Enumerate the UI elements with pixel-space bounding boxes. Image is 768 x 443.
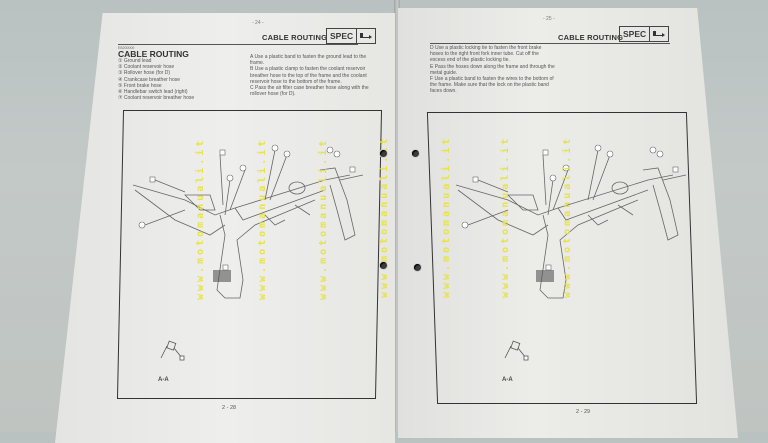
wrench-hand-icon <box>357 29 375 43</box>
left-legend-list: ① Ground lead ② Coolant reservoir hose ③… <box>118 58 248 101</box>
legend-item: ③ Rollover hose (for D) <box>118 70 170 77</box>
watermark-text: www.motomanuali.it <box>195 137 206 300</box>
note-item: F Use a plastic band to fasten the wires… <box>430 76 554 95</box>
header-rule <box>430 43 670 44</box>
legend-item: ⑦ Coolant reservoir breather hose <box>118 95 195 102</box>
right-top-page-number: - 25 - <box>543 16 555 22</box>
watermark-text: www.motomanuali.it <box>379 135 390 298</box>
right-section-aa-detail <box>504 340 529 361</box>
left-page <box>55 13 395 443</box>
header-rule <box>118 44 358 45</box>
left-section-aa-detail <box>160 340 185 361</box>
legend-item: ④ Crankcase breather hose <box>118 76 181 83</box>
binder-hole <box>380 150 387 157</box>
legend-item: ⑥ Handlebar switch lead (right) <box>118 89 188 96</box>
binder-hole <box>380 262 387 269</box>
spec-label: SPEC <box>620 27 651 41</box>
right-bottom-page-number: 2 - 29 <box>576 409 591 415</box>
left-bottom-page-number: 2 - 28 <box>222 405 237 411</box>
watermark-text: www.motomanuali.it <box>562 135 573 298</box>
note-item: C Pass the air filter case breather hose… <box>250 85 369 98</box>
left-top-page-number: - 24 - <box>252 20 264 26</box>
right-notes: D Use a plastic locking tie to fasten th… <box>430 45 555 95</box>
right-cable-routing-diagram <box>455 144 687 299</box>
right-section-label: A-A <box>502 377 513 383</box>
left-header-title: CABLE ROUTING <box>262 33 328 42</box>
watermark-text: www.motomanuali.it <box>441 135 452 298</box>
note-item: B Use a plastic clamp to fasten the cool… <box>250 66 367 85</box>
note-item: E Pass the hoses down along the frame an… <box>430 63 555 76</box>
right-page <box>398 8 738 438</box>
right-spec-badge: SPEC <box>619 26 670 42</box>
watermark-text: www.motomanuali.it <box>500 135 511 298</box>
left-spec-badge: SPEC <box>326 28 377 44</box>
left-section-code: EB200000 <box>118 46 135 50</box>
binder-hole <box>414 264 421 271</box>
left-section-label: A-A <box>158 377 169 383</box>
left-section-title: CABLE ROUTING <box>118 49 189 59</box>
legend-item: ② Coolant reservoir hose <box>118 64 175 71</box>
legend-item: ① Ground lead <box>118 58 152 64</box>
watermark-text: www.motomanuali.it <box>257 137 268 300</box>
watermark-text: www.motomanuali.it <box>318 137 329 300</box>
right-header-title: CABLE ROUTING <box>558 33 624 42</box>
wrench-hand-icon <box>650 27 668 41</box>
left-notes: A Use a plastic band to fasten the groun… <box>250 54 378 97</box>
spec-label: SPEC <box>327 29 358 43</box>
binder-hole <box>412 150 419 157</box>
legend-item: ⑤ Front brake hose <box>118 82 162 89</box>
note-item: D Use a plastic locking tie to fasten th… <box>430 45 542 64</box>
left-cable-routing-diagram <box>132 144 364 299</box>
binding-gutter <box>394 0 400 432</box>
note-item: A Use a plastic band to fasten the groun… <box>250 54 367 67</box>
